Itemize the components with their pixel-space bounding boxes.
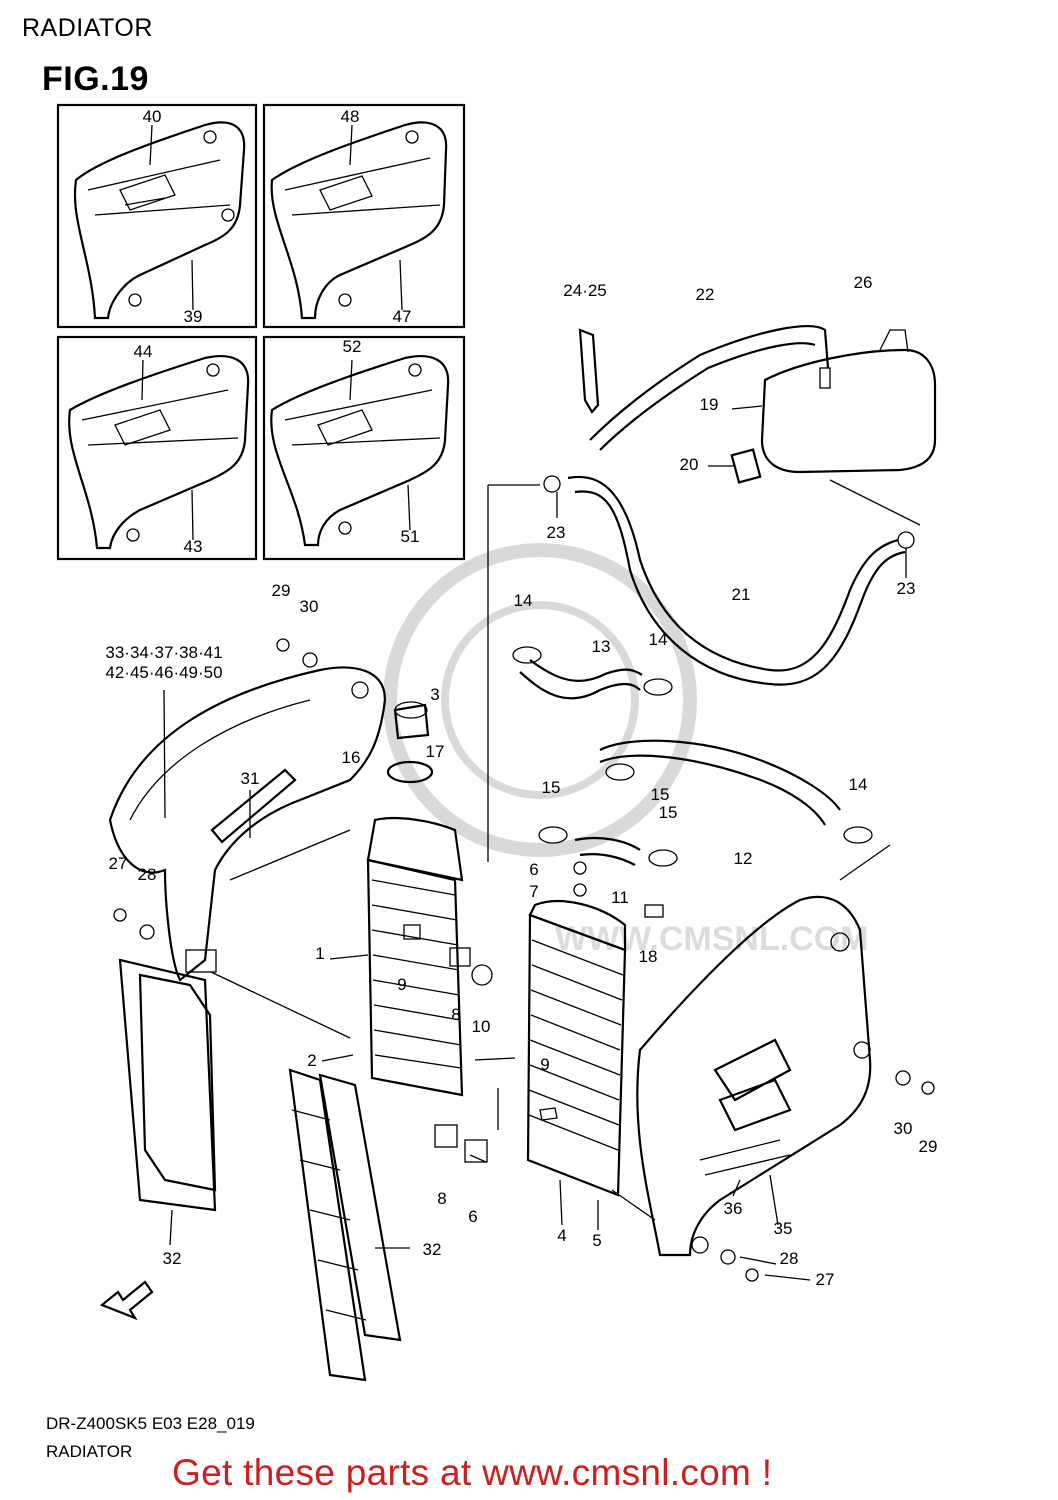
- part-callout: 17: [426, 742, 445, 761]
- radiator-right: [526, 899, 627, 1197]
- reservoir-assembly: [543, 325, 937, 686]
- part-callout: 14: [849, 775, 868, 794]
- part-callout: 4: [557, 1226, 566, 1245]
- part-callout: 31: [241, 769, 260, 788]
- part-callout: 32: [163, 1249, 182, 1268]
- part-callout: 40: [143, 107, 162, 126]
- decal-panels: [56, 103, 466, 561]
- part-callout: 9: [540, 1055, 549, 1074]
- part-callout: 29: [272, 581, 291, 600]
- decal-shroud-39: [73, 121, 246, 320]
- part-callout: 23: [897, 579, 916, 598]
- part-callout: 28: [780, 1249, 799, 1268]
- decal-shroud-47: [270, 121, 448, 320]
- part-callout: 16: [342, 748, 361, 767]
- part-callout: 8: [437, 1189, 446, 1208]
- part-callout: 15: [651, 785, 670, 804]
- part-callout: 35: [774, 1219, 793, 1238]
- part-callout: 3: [430, 685, 439, 704]
- part-callout: 8: [451, 1005, 460, 1024]
- shroud-right: [636, 895, 872, 1257]
- part-callout: 33·34·37·38·41: [105, 643, 222, 662]
- part-callout: 10: [472, 1017, 491, 1036]
- part-callout: 22: [696, 285, 715, 304]
- part-callout: 13: [592, 637, 611, 656]
- part-callout: 6: [468, 1207, 477, 1226]
- part-callout: 29: [919, 1137, 938, 1156]
- diagram-code: DR-Z400SK5 E03 E28_019: [46, 1414, 255, 1433]
- part-callout: 42·45·46·49·50: [105, 663, 222, 682]
- decal-shroud-51: [270, 355, 450, 547]
- part-callout: 44: [134, 342, 153, 361]
- part-callout: 27: [816, 1270, 835, 1289]
- part-callout: 27: [109, 854, 128, 873]
- part-callout: 15: [542, 778, 561, 797]
- decal-shroud-43: [68, 355, 250, 550]
- part-callout: 24·25: [563, 281, 606, 300]
- watermark: WWW.CMSNL.COM: [383, 543, 869, 958]
- radiator-guards: [118, 958, 402, 1382]
- figure-number: FIG.19: [42, 60, 149, 98]
- part-callout: 9: [397, 975, 406, 994]
- part-callout: 30: [300, 597, 319, 616]
- part-callout: 14: [649, 630, 668, 649]
- hardware: [113, 638, 935, 1282]
- part-callout: 14: [514, 591, 533, 610]
- part-callout: 47: [393, 307, 412, 326]
- part-callout: 12: [734, 849, 753, 868]
- part-callout: 30: [894, 1119, 913, 1138]
- part-callout: 11: [611, 888, 629, 907]
- section-title: RADIATOR: [22, 14, 153, 42]
- leader-lines: [163, 405, 921, 1281]
- footer-section: RADIATOR: [46, 1442, 133, 1461]
- part-callout: 32: [423, 1240, 442, 1259]
- part-callout: 5: [592, 1231, 601, 1250]
- part-callout: 51: [401, 527, 420, 546]
- part-callout: 36: [724, 1199, 743, 1218]
- part-callout: 39: [184, 307, 203, 326]
- part-callout: 6: [529, 860, 538, 879]
- part-callout: 23: [547, 523, 566, 542]
- part-callout: 19: [700, 395, 719, 414]
- part-callout: 28: [138, 865, 157, 884]
- part-callout: 48: [341, 107, 360, 126]
- part-callout: 43: [184, 537, 203, 556]
- part-callout: 20: [680, 455, 699, 474]
- promo-link[interactable]: Get these parts at www.cmsnl.com !: [172, 1452, 773, 1493]
- part-callout: 15: [659, 803, 678, 822]
- part-callout: 52: [343, 337, 362, 356]
- forward-arrow-icon: [99, 1280, 154, 1321]
- part-callout: 18: [639, 947, 658, 966]
- shroud-left: [108, 666, 387, 982]
- watermark-text: WWW.CMSNL.COM: [555, 920, 869, 958]
- part-callout: 2: [307, 1051, 316, 1070]
- part-callout: 1: [315, 944, 324, 963]
- radiator-left: [366, 701, 464, 1097]
- part-callout: 26: [854, 273, 873, 292]
- part-callout: 21: [732, 585, 751, 604]
- radiator-hoses: [519, 659, 841, 866]
- part-callout: 7: [529, 882, 538, 901]
